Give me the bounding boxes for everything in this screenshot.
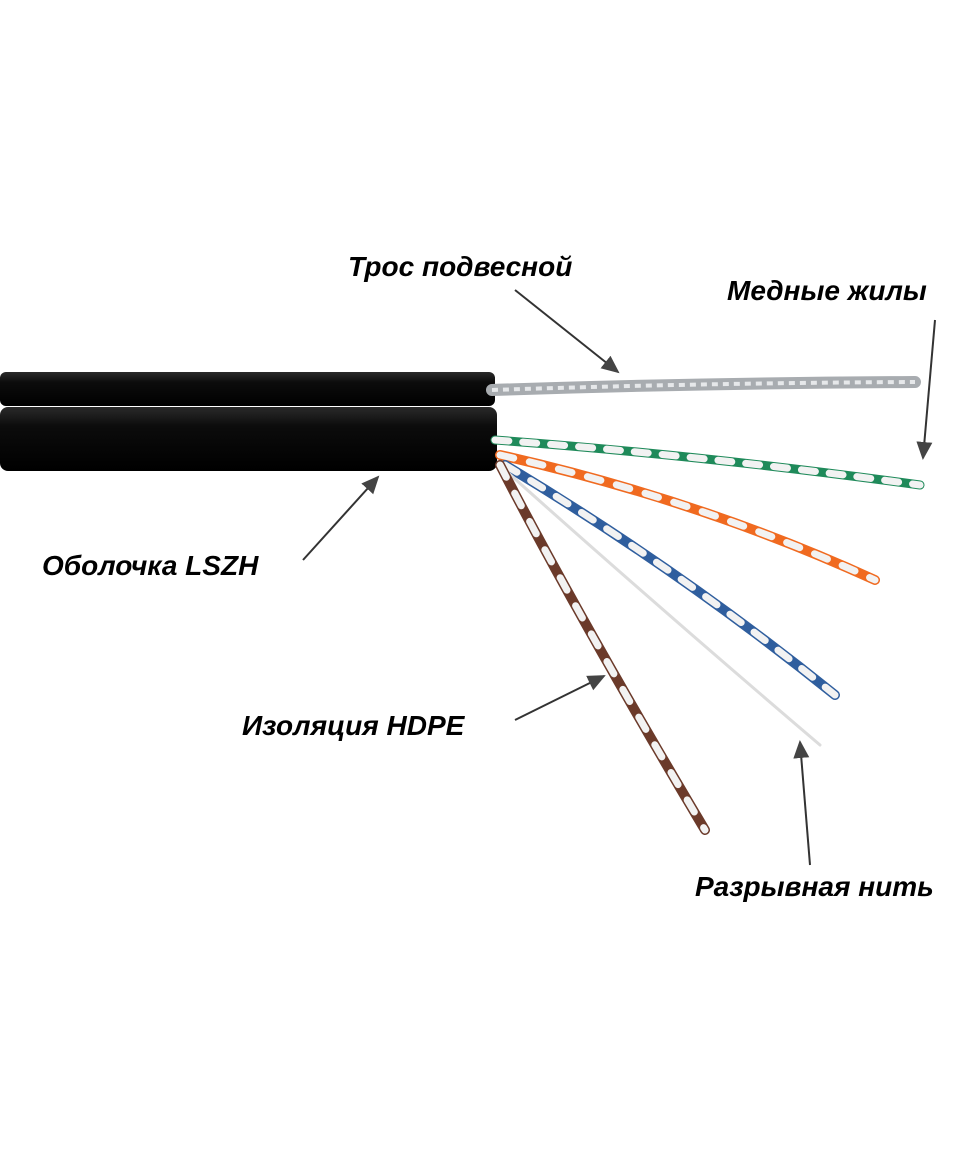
messenger-label: Трос подвесной [348,251,573,282]
jacket-arrow [302,475,380,561]
insulation-arrow [514,675,606,721]
twisted-pairs [490,435,925,835]
ripcord-arrow [793,740,811,866]
ripcord-label: Разрывная нить [695,871,934,902]
messenger-jacket [0,372,495,406]
copper-arrow [916,319,936,460]
insulation-label: Изоляция HDPE [242,710,465,741]
cable-jacket [0,407,497,471]
messenger-arrow [514,289,620,374]
jacket-label: Оболочка LSZH [42,550,259,581]
copper-label: Медные жилы [727,275,927,306]
